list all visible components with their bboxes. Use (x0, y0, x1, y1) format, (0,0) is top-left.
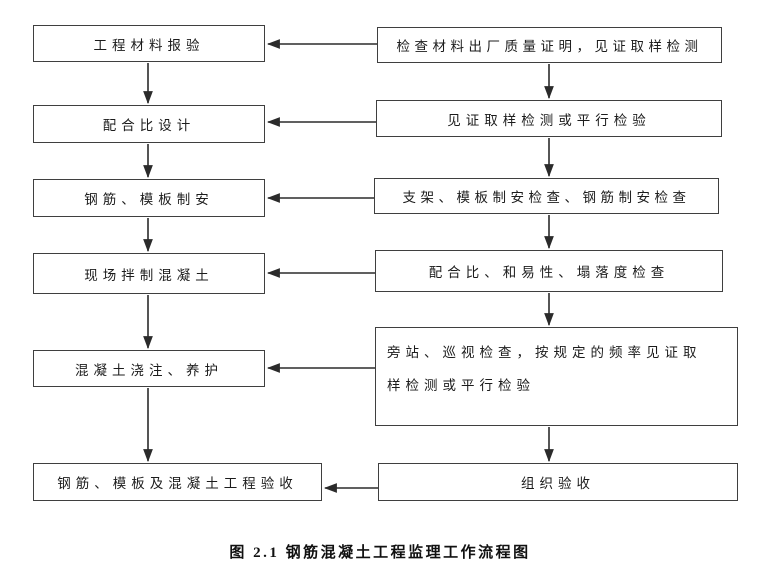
node-side-station-patrol-check: 旁站、巡视检查，按规定的频率见证取 样检测或平行检验 (375, 327, 738, 426)
node-witness-sampling-test: 见证取样检测或平行检验 (376, 100, 722, 137)
node-concrete-pouring-curing: 混凝土浇注、养护 (33, 350, 265, 387)
node-onsite-concrete-mixing: 现场拌制混凝土 (33, 253, 265, 294)
node-check-factory-certificate: 检查材料出厂质量证明，见证取样检测 (377, 27, 722, 63)
node-support-formwork-rebar-check: 支架、模板制安检查、钢筋制安检查 (374, 178, 719, 214)
node-mix-ratio-design: 配合比设计 (33, 105, 265, 143)
node-rebar-formwork-install: 钢筋、模板制安 (33, 179, 265, 217)
figure-caption: 图 2.1 钢筋混凝土工程监理工作流程图 (229, 545, 531, 561)
node-material-submission: 工程材料报验 (33, 25, 265, 62)
node-project-acceptance: 钢筋、模板及混凝土工程验收 (33, 463, 322, 501)
node-mix-workability-slump-check: 配合比、和易性、塌落度检查 (375, 250, 723, 292)
node-organize-acceptance: 组织验收 (378, 463, 738, 501)
